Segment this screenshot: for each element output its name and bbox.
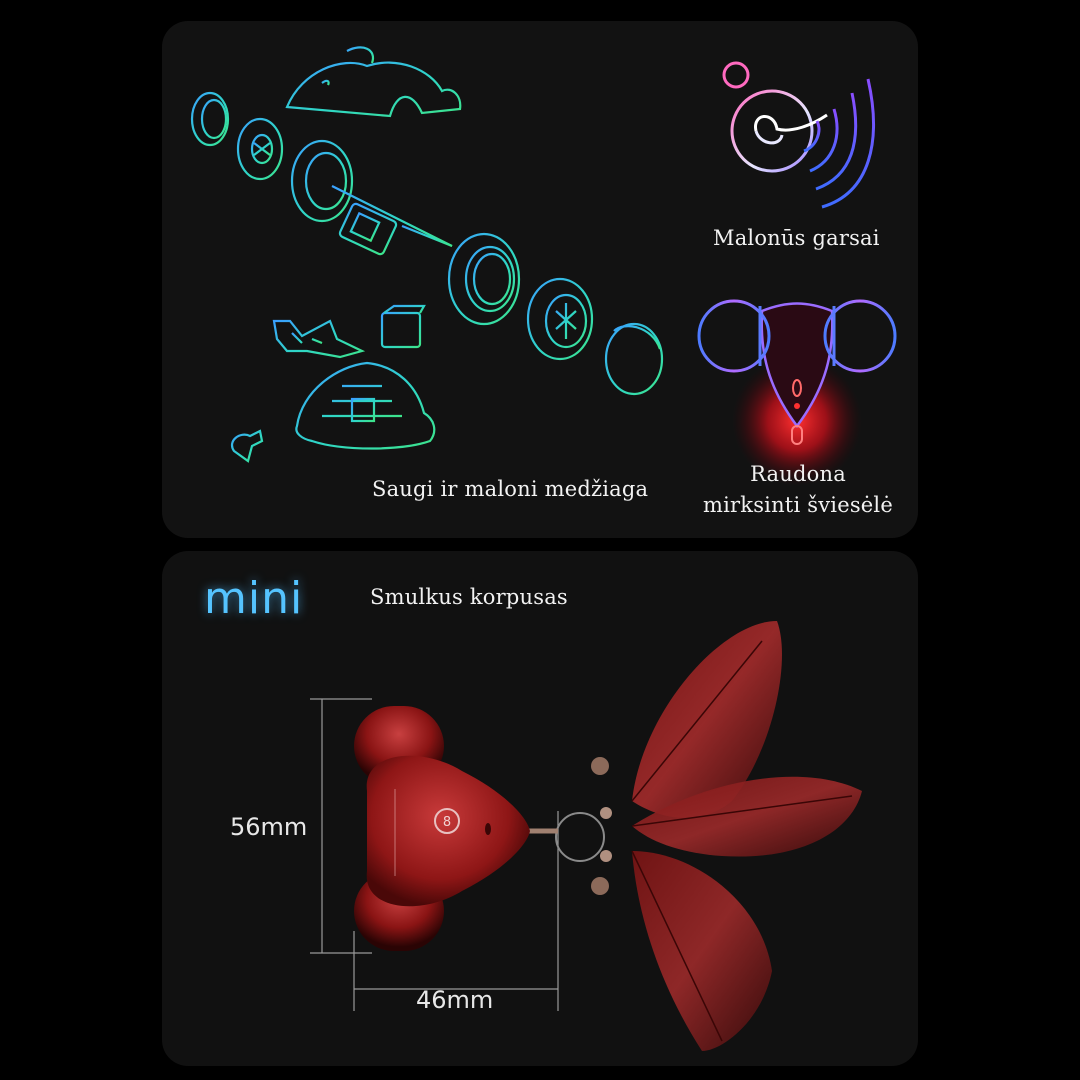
toy-body: 8 — [354, 706, 530, 951]
sounds-caption: Malonūs garsai — [713, 226, 880, 250]
body-caption: Smulkus korpusas — [370, 585, 568, 609]
sound-waves — [803, 78, 875, 209]
exploded-view-illustration — [190, 46, 897, 486]
feather-holder — [524, 757, 612, 895]
width-dimension-label: 46mm — [416, 986, 494, 1014]
size-panel: mini Smulkus korpusas — [162, 551, 918, 1066]
light-caption-line1: Raudona — [750, 462, 846, 486]
light-caption-line2: mirksinti šviesėlė — [703, 493, 893, 517]
mini-brand-logo: mini — [204, 573, 304, 624]
height-dimension-label: 56mm — [230, 813, 308, 841]
feathers — [631, 621, 862, 1051]
mouse-head-led-icon — [697, 299, 897, 486]
ball-sound-icon — [722, 61, 875, 209]
svg-text:8: 8 — [443, 815, 451, 830]
features-panel: Malonūs garsai Saugi ir maloni medžiaga … — [162, 21, 918, 538]
exploded-parts — [190, 46, 664, 463]
toy-product-illustration: 8 — [310, 621, 862, 1051]
material-caption: Saugi ir maloni medžiaga — [372, 477, 649, 501]
